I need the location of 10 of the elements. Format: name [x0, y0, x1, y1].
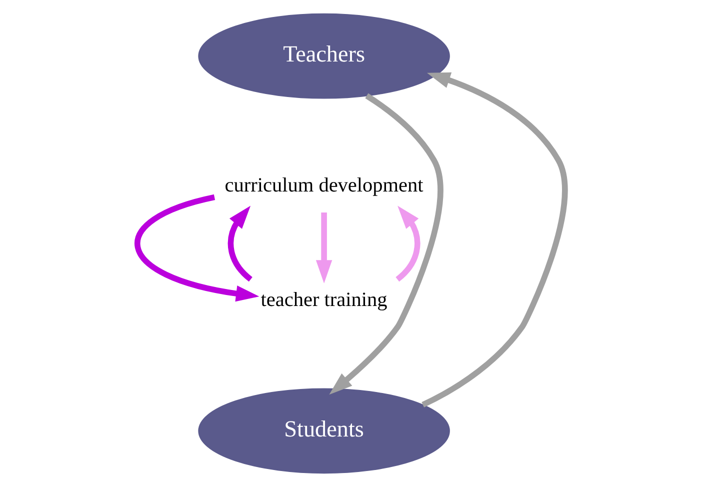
arrow: [228, 206, 253, 282]
node-ellipse: Students: [198, 388, 450, 474]
arrow: [396, 206, 420, 282]
arrow: [316, 212, 332, 284]
node-text: teacher training: [260, 289, 388, 312]
node-ellipse: Teachers: [198, 13, 450, 99]
arrow: [134, 194, 260, 302]
node-text: curriculum development: [224, 174, 424, 197]
arrow: [329, 93, 444, 395]
arrow: [422, 72, 568, 408]
